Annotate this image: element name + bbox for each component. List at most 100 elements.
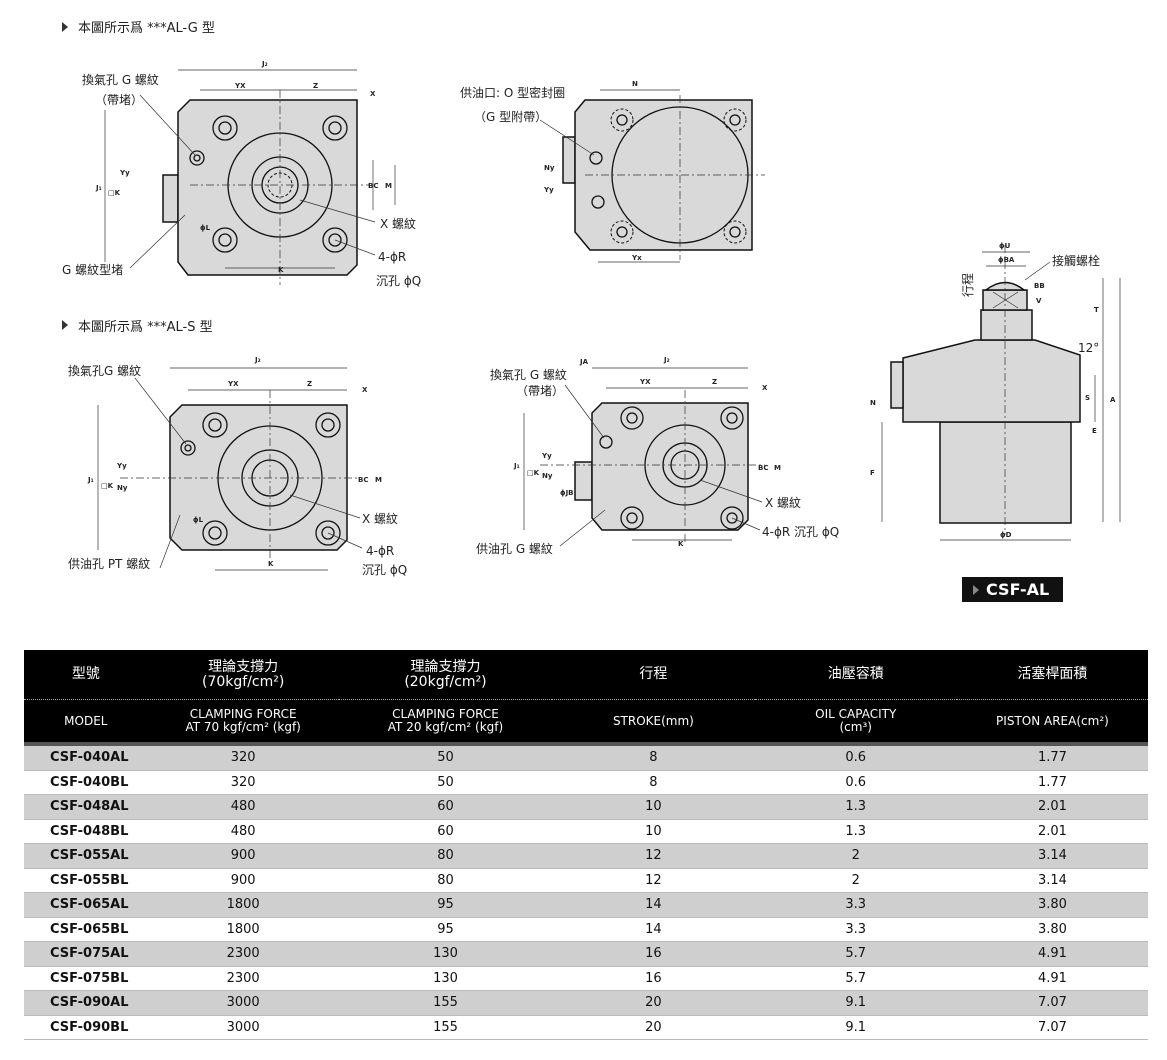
drawing-label: Z	[313, 82, 318, 90]
value-cell: 60	[338, 794, 553, 820]
drawing-label: YX	[227, 380, 239, 388]
value-cell: 9.1	[754, 1015, 957, 1040]
value-cell: 0.6	[754, 746, 957, 771]
column-header: MODEL	[24, 699, 148, 742]
drawing-label: BB	[1034, 282, 1045, 290]
drawing-label: Ny	[544, 164, 555, 172]
value-cell: 1.77	[956, 770, 1148, 795]
caption-arrow-icon	[62, 22, 68, 32]
drawing-label: N	[632, 80, 638, 88]
value-cell: 3.80	[956, 892, 1148, 918]
drawing-label: T	[1094, 306, 1099, 314]
value-cell: 4.91	[956, 966, 1148, 991]
drawing-label: E	[1092, 427, 1097, 435]
drawing-label: 換氣孔G 螺紋	[68, 364, 141, 378]
drawing-label: J₁	[95, 184, 102, 192]
drawing-label: K	[268, 560, 274, 568]
model-cell: CSF-065AL	[24, 892, 148, 918]
drawing-label: N	[870, 399, 876, 407]
value-cell: 10	[552, 794, 755, 820]
value-cell: 20	[552, 990, 755, 1016]
model-cell: CSF-055BL	[24, 868, 148, 893]
value-cell: 3.3	[754, 917, 957, 942]
model-cell: CSF-090BL	[24, 1015, 148, 1040]
model-cell: CSF-075BL	[24, 966, 148, 991]
value-cell: 8	[552, 770, 755, 795]
value-cell: 50	[338, 746, 553, 771]
drawing-label: 4-ϕR 沉孔 ϕQ	[762, 525, 839, 539]
model-cell: CSF-055AL	[24, 843, 148, 869]
value-cell: 16	[552, 966, 755, 991]
drawing-label: YX	[234, 82, 246, 90]
value-cell: 7.07	[956, 990, 1148, 1016]
drawing-label: G 螺紋型堵	[62, 263, 123, 277]
value-cell: 95	[338, 892, 553, 918]
drawing-label: X	[762, 384, 768, 392]
drawing-label: ϕU	[999, 242, 1011, 250]
drawing-label: 供油孔 G 螺紋	[476, 542, 553, 556]
drawing-label: 本圖所示爲 ***AL-S 型	[78, 320, 213, 335]
drawing-label: F	[870, 469, 875, 477]
value-cell: 900	[147, 868, 339, 893]
column-header: 理論支撐力(70kgf/cm²)	[147, 650, 339, 700]
drawing-label: ϕJB	[560, 489, 574, 497]
drawing-label: M	[385, 182, 392, 190]
drawing-label: K	[678, 540, 684, 548]
drawing-label: □K	[101, 482, 114, 490]
column-header: 理論支撐力(20kgf/cm²)	[338, 650, 553, 700]
value-cell: 320	[147, 770, 339, 795]
drawing-label: 供油孔 PT 螺紋	[68, 557, 150, 571]
drawing-label: X 螺紋	[765, 496, 801, 510]
drawing-label: V	[1036, 297, 1042, 305]
value-cell: 12	[552, 868, 755, 893]
drawing-label: M	[774, 464, 781, 472]
drawing-label: Z	[712, 378, 717, 386]
value-cell: 900	[147, 843, 339, 869]
drawing-label: J₁	[87, 476, 94, 484]
value-cell: 5.7	[754, 966, 957, 991]
drawing-label: Yy	[116, 462, 127, 470]
value-cell: 2300	[147, 966, 339, 991]
drawing-label: J₂	[261, 60, 268, 68]
drawing-label: JA	[579, 358, 589, 366]
value-cell: 1.3	[754, 819, 957, 844]
column-header: 行程	[552, 650, 755, 700]
value-cell: 2300	[147, 941, 339, 967]
model-cell: CSF-048BL	[24, 819, 148, 844]
drawing-label: ϕL	[193, 516, 204, 524]
drawing-label: J₂	[254, 356, 261, 364]
drawing-label: （G 型附帶）	[474, 110, 547, 124]
value-cell: 155	[338, 990, 553, 1016]
value-cell: 80	[338, 868, 553, 893]
drawing-label: BC	[758, 464, 768, 472]
drawing-label: Yy	[119, 169, 130, 177]
drawing-label: S	[1085, 394, 1090, 402]
column-header: 型號	[24, 650, 148, 700]
drawing-label: X 螺紋	[380, 217, 416, 231]
drawing-label: J₁	[513, 462, 520, 470]
model-cell: CSF-040BL	[24, 770, 148, 795]
value-cell: 1800	[147, 917, 339, 942]
drawing-label: Ny	[542, 472, 553, 480]
value-cell: 16	[552, 941, 755, 967]
value-cell: 130	[338, 966, 553, 991]
drawing-label: 行程	[960, 273, 975, 297]
drawing-label: M	[375, 476, 382, 484]
drawing-label: X 螺紋	[362, 512, 398, 526]
value-cell: 3000	[147, 1015, 339, 1040]
model-cell: CSF-075AL	[24, 941, 148, 967]
drawing-label: Yy	[541, 452, 552, 460]
